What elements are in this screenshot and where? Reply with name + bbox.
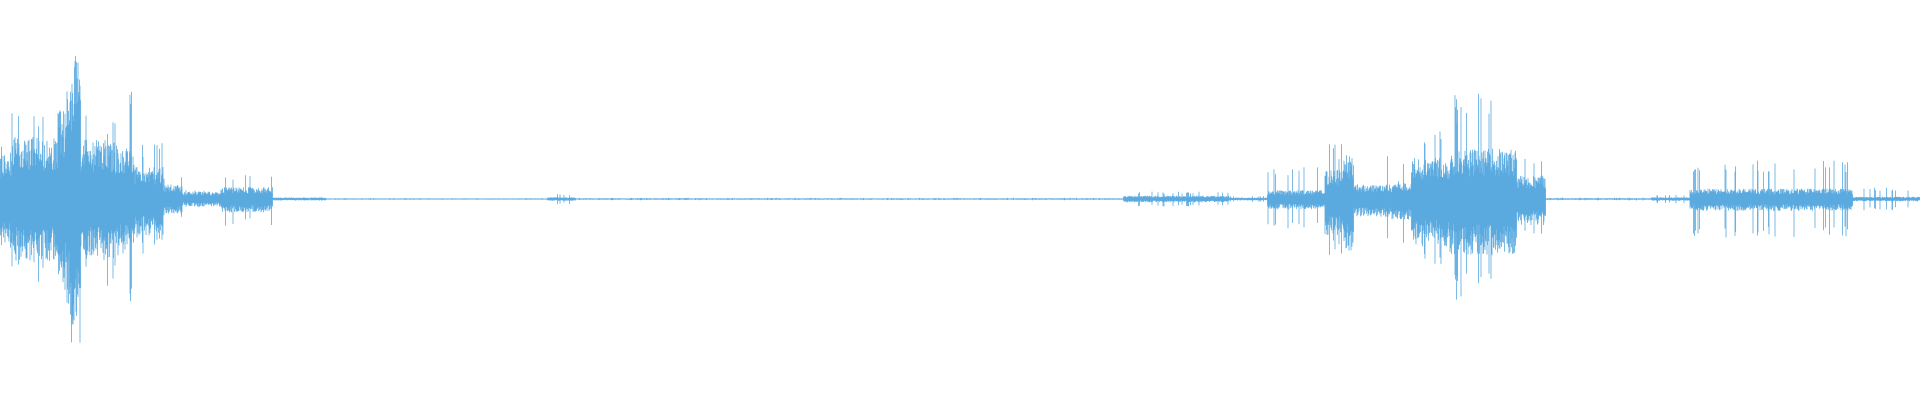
waveform-sample-path bbox=[0, 55, 1920, 343]
waveform-samples bbox=[0, 55, 1920, 343]
